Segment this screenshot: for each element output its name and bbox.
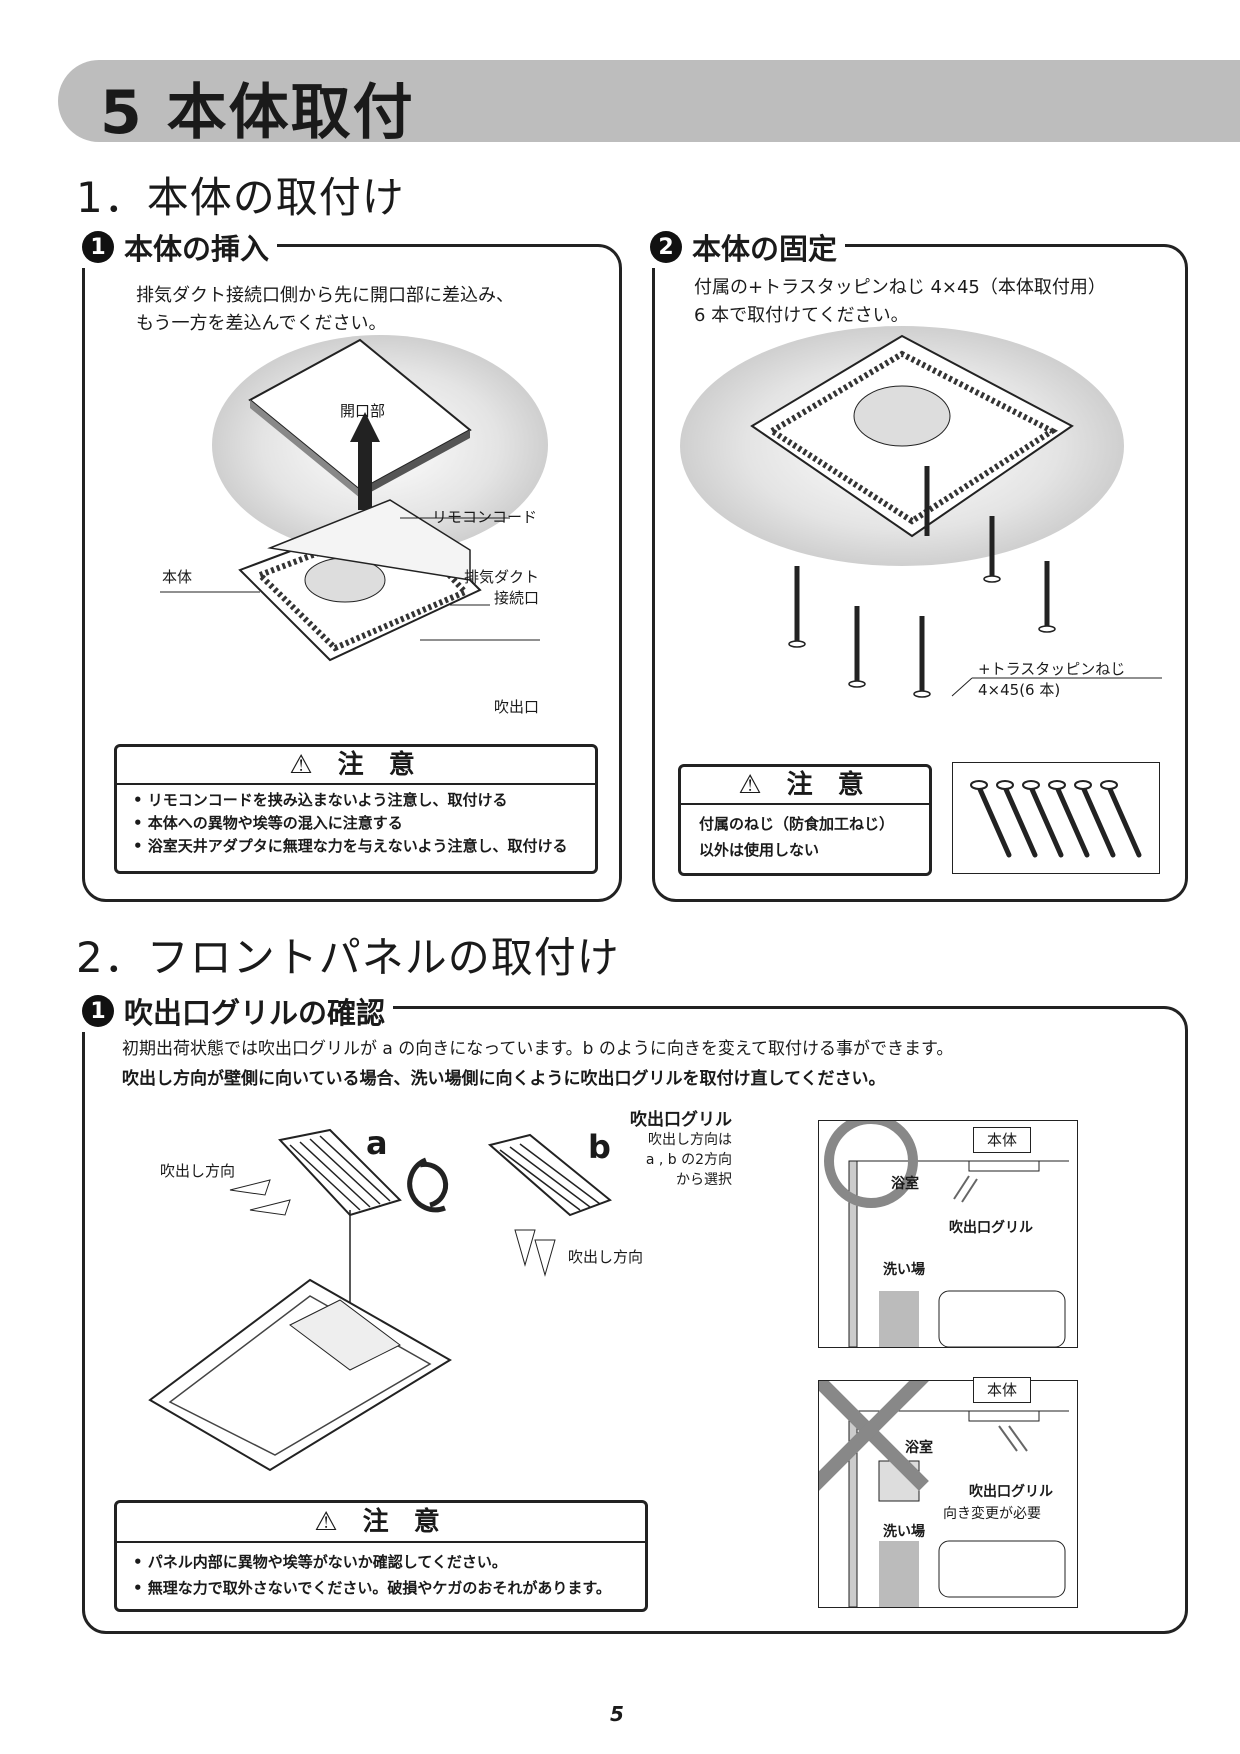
- grille-note-line: から選択: [676, 1172, 732, 1188]
- grille-note: 吹出口グリル 吹出し方向は a , b の2方向 から選択: [622, 1110, 732, 1190]
- screw-label: +トラスタッピンねじ 4×45(6 本): [978, 658, 1125, 700]
- warning-icon: ⚠: [289, 750, 321, 780]
- blow-direction-a-label: 吹出し方向: [160, 1162, 236, 1180]
- caution-item: • 本体への異物や埃等の混入に注意する: [133, 814, 403, 832]
- ng-grille-label: 吹出口グリル: [969, 1484, 1053, 1500]
- duct-label-line: 排気ダクト: [464, 568, 540, 586]
- screw-label-line: +トラスタッピンねじ: [978, 660, 1126, 678]
- insert-illustration: [160, 335, 548, 662]
- caution-title: 注 意: [362, 1507, 448, 1537]
- header-bar: [58, 60, 1240, 142]
- remote-cord-label: リモコンコード: [432, 508, 538, 526]
- screw-label-line: 4×45(6 本): [978, 681, 1061, 699]
- duct-port-label: 排気ダクト 接続口: [464, 566, 539, 608]
- caution-item: • 無理な力で取外さないでください。破損やケガのおそれがあります。: [133, 1579, 611, 1597]
- step1-description: 排気ダクト接続口側から先に開口部に差込み、 もう一方を差込んでください。: [136, 282, 514, 338]
- caution-item: • リモコンコードを挟み込まないよう注意し、取付ける: [133, 791, 508, 809]
- step-number-badge: 1: [82, 995, 114, 1027]
- step2-description: 付属の+トラスタッピンねじ 4×45（本体取付用） 6 本で取付けてください。: [694, 274, 1106, 330]
- grille-title: 吹出口グリルの確認: [124, 996, 386, 1030]
- desc-line: 初期出荷状態では吹出口グリルが a の向きになっています。b のように向きを変え…: [122, 1039, 954, 1059]
- step-number-badge: 2: [650, 231, 682, 263]
- blow-direction-b-label: 吹出し方向: [568, 1248, 644, 1266]
- step-number-badge: 1: [82, 231, 114, 263]
- screws-icon: [970, 780, 1142, 858]
- desc-line: 吹出し方向が壁側に向いている場合、洗い場側に向くように吹出口グリルを取付け直して…: [122, 1069, 886, 1089]
- outlet-label: 吹出口: [494, 698, 540, 716]
- screws-illustration-box: [952, 762, 1160, 874]
- section2-title: 2．フロントパネルの取付け: [76, 933, 620, 982]
- desc-line: 6 本で取付けてください。: [694, 305, 909, 326]
- duct-label-line: 接続口: [494, 589, 540, 607]
- caution-title: 注 意: [786, 770, 872, 800]
- caution-heading: ⚠ 注 意: [117, 747, 595, 785]
- incorrect-diagram-drawing: [819, 1381, 1069, 1607]
- step2-title: 本体の固定: [692, 232, 838, 266]
- page-title: 5 本体取付: [100, 78, 415, 148]
- grille-note-line: 吹出し方向は: [648, 1132, 732, 1148]
- ng-body-label: 本体: [973, 1377, 1031, 1403]
- caution-body: • リモコンコードを挟み込まないよう注意し、取付ける • 本体への異物や埃等の混…: [117, 785, 595, 862]
- desc-line: 付属の+トラスタッピンねじ 4×45（本体取付用）: [694, 277, 1106, 298]
- incorrect-installation-diagram: 本体 浴室 吹出口グリル 向き変更が必要 洗い場: [818, 1377, 1078, 1608]
- desc-line: もう一方を差込んでください。: [136, 313, 387, 334]
- grille-heading: 1 吹出口グリルの確認: [82, 990, 394, 1032]
- caution-body: 付属のねじ（防食加工ねじ） 以外は使用しない: [681, 805, 929, 869]
- warning-icon: ⚠: [738, 770, 770, 800]
- page-number: 5: [610, 1702, 624, 1726]
- correct-diagram-drawing: [824, 1121, 1069, 1347]
- caution-item: 付属のねじ（防食加工ねじ）: [699, 815, 895, 833]
- grille-illustration: [148, 1128, 612, 1472]
- step2-caution-box: ⚠ 注 意 付属のねじ（防食加工ねじ） 以外は使用しない: [678, 764, 932, 876]
- fix-illustration: [680, 326, 1162, 698]
- desc-line: 排気ダクト接続口側から先に開口部に差込み、: [136, 285, 514, 306]
- caution-item: • 浴室天井アダプタに無理な力を与えないよう注意し、取付ける: [133, 837, 568, 855]
- orientation-a-label: a: [366, 1124, 388, 1162]
- ng-change-label: 向き変更が必要: [943, 1506, 1041, 1522]
- grille-description: 初期出荷状態では吹出口グリルが a の向きになっています。b のように向きを変え…: [122, 1034, 953, 1094]
- caution-title: 注 意: [337, 750, 423, 780]
- caution-heading: ⚠ 注 意: [117, 1503, 645, 1543]
- step1-caution-box: ⚠ 注 意 • リモコンコードを挟み込まないよう注意し、取付ける • 本体への異…: [114, 744, 598, 874]
- grille-note-line: a , b の2方向: [645, 1152, 732, 1168]
- orientation-b-label: b: [588, 1128, 611, 1166]
- opening-label: 開口部: [340, 402, 386, 420]
- body-label: 本体: [162, 568, 193, 586]
- caution-item: 以外は使用しない: [699, 841, 820, 859]
- ok-bath-label: 浴室: [891, 1176, 919, 1192]
- ng-wash-label: 洗い場: [883, 1524, 925, 1540]
- ok-body-label: 本体: [973, 1127, 1031, 1153]
- ok-wash-label: 洗い場: [883, 1262, 925, 1278]
- grille-caution-box: ⚠ 注 意 • パネル内部に異物や埃等がないか確認してください。 • 無理な力で…: [114, 1500, 648, 1612]
- ok-grille-label: 吹出口グリル: [949, 1220, 1033, 1236]
- step1-heading: 1 本体の挿入: [82, 226, 278, 268]
- caution-body: • パネル内部に異物や埃等がないか確認してください。 • 無理な力で取外さないで…: [117, 1543, 645, 1607]
- warning-icon: ⚠: [314, 1507, 346, 1537]
- step2-heading: 2 本体の固定: [650, 226, 846, 268]
- step1-title: 本体の挿入: [124, 232, 270, 266]
- correct-installation-diagram: 本体 浴室 吹出口グリル 洗い場: [818, 1120, 1078, 1348]
- caution-heading: ⚠ 注 意: [681, 767, 929, 805]
- grille-note-title: 吹出口グリル: [630, 1110, 732, 1130]
- caution-item: • パネル内部に異物や埃等がないか確認してください。: [133, 1553, 507, 1571]
- section1-title: 1．本体の取付け: [76, 173, 405, 222]
- ng-bath-label: 浴室: [905, 1440, 933, 1456]
